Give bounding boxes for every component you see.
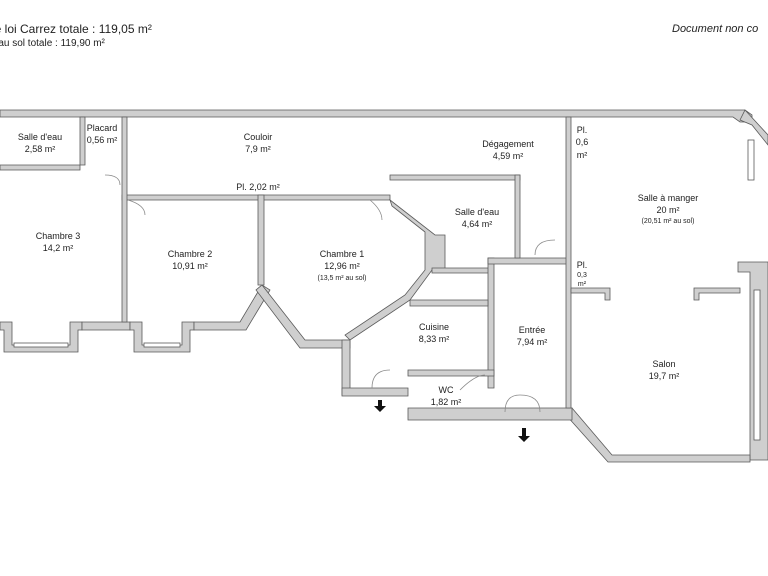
bottom-left-wall-4: [193, 284, 271, 331]
label-chambre1-sub: (13,5 m² au sol): [317, 275, 366, 282]
couloir-left-wall: [121, 116, 128, 323]
room-labels: Salle d'eau 2,58 m² Placard 0,56 m² Coul…: [18, 123, 698, 407]
door-arc-chambre1: [369, 199, 383, 221]
cuisine-left-wall: [341, 339, 351, 396]
walls: [0, 109, 768, 463]
label-cuisine-name: Cuisine: [419, 322, 449, 332]
label-sam-area: 20 m²: [656, 205, 679, 215]
label-salle-eau-1-area: 2,58 m²: [25, 144, 56, 154]
chambre1-diagonal-wall: [255, 284, 351, 349]
sam-bottom-partition: [570, 287, 611, 301]
label-pl1-unit: m²: [577, 150, 588, 160]
couloir-bottom-wall: [121, 194, 391, 201]
doors: [104, 174, 556, 413]
bottom-left-wall-3: [129, 321, 195, 353]
sam-left-wall: [565, 116, 572, 409]
top-exterior-wall: [0, 109, 753, 123]
label-couloir-name: Couloir: [244, 132, 273, 142]
sam-right-partition: [693, 287, 741, 301]
window-salon: [753, 289, 761, 441]
label-pl1-area: 0,6: [576, 137, 589, 147]
right-top-diagonal-wall: [739, 109, 768, 146]
label-chambre1-name: Chambre 1: [320, 249, 365, 259]
label-pl2-name: Pl.: [577, 260, 588, 270]
label-degagement-area: 4,59 m²: [493, 151, 524, 161]
label-placard-name: Placard: [87, 123, 118, 133]
label-pl2-unit: m²: [578, 281, 587, 288]
door-arc-chambre2: [127, 199, 146, 216]
label-pl-202: Pl. 2,02 m²: [236, 182, 280, 192]
door-arc-wc: [459, 374, 486, 391]
bottom-left-wall-2: [81, 321, 131, 331]
entree-top-wall: [487, 257, 571, 265]
window-chambre3: [13, 342, 69, 348]
door-arc-sde2: [534, 239, 556, 256]
bottom-right-diagonal-wall: [565, 407, 751, 463]
label-wc-area: 1,82 m²: [431, 397, 462, 407]
label-sde2-name: Salle d'eau: [455, 207, 499, 217]
label-entree-name: Entrée: [519, 325, 546, 335]
door-arc-entree: [504, 394, 541, 413]
sde1-wall: [0, 164, 81, 171]
label-salon-name: Salon: [652, 359, 675, 369]
label-chambre1-area: 12,96 m²: [324, 261, 360, 271]
label-chambre2-area: 10,91 m²: [172, 261, 208, 271]
label-salon-area: 19,7 m²: [649, 371, 680, 381]
label-couloir-area: 7,9 m²: [245, 144, 271, 154]
wc-top-wall: [407, 369, 495, 377]
disclaimer-note: Document non co: [672, 23, 759, 35]
bottom-entree-wall: [407, 407, 573, 421]
entrance-arrow-main: [518, 428, 530, 442]
carrez-total-area: cie loi Carrez totale : 119,05 m²: [0, 22, 152, 36]
label-salle-eau-1-name: Salle d'eau: [18, 132, 62, 142]
label-pl2-area: 0,3: [577, 272, 587, 279]
placard-wall: [79, 116, 86, 166]
right-exterior-wall: [737, 261, 768, 461]
label-sam-sub: (20,51 m² au sol): [642, 218, 695, 225]
cuisine-top-wall: [409, 299, 489, 307]
door-arc-chambre3: [104, 174, 121, 186]
label-wc-name: WC: [439, 385, 454, 395]
degagement-bottom-wall: [389, 174, 521, 181]
entrance-arrow-service: [374, 400, 386, 412]
bottom-left-wall-1: [0, 321, 83, 353]
label-chambre2-name: Chambre 2: [168, 249, 213, 259]
label-chambre3-name: Chambre 3: [36, 231, 81, 241]
entrance-arrows: [374, 400, 530, 442]
window-sam: [747, 139, 755, 181]
degagement-right-wall: [514, 174, 521, 259]
windows: [13, 139, 761, 441]
label-degagement-name: Dégagement: [482, 139, 534, 149]
label-pl1-name: Pl.: [577, 125, 588, 135]
label-sam-name: Salle à manger: [638, 193, 699, 203]
label-cuisine-area: 8,33 m²: [419, 334, 450, 344]
label-entree-area: 7,94 m²: [517, 337, 548, 347]
label-placard-area: 0,56 m²: [87, 135, 118, 145]
sde2-bottom-wall: [431, 267, 491, 274]
cuisine-bottom-wall: [341, 387, 409, 397]
floor-total-area: e au sol totale : 119,90 m²: [0, 38, 105, 49]
window-chambre2: [143, 342, 181, 348]
chambre2-right-wall: [257, 194, 265, 286]
label-chambre3-area: 14,2 m²: [43, 243, 74, 253]
chambre1-right-diag: [344, 198, 446, 341]
door-arc-cuisine: [371, 369, 391, 389]
label-sde2-area: 4,64 m²: [462, 219, 493, 229]
entree-left-wall: [487, 257, 495, 389]
